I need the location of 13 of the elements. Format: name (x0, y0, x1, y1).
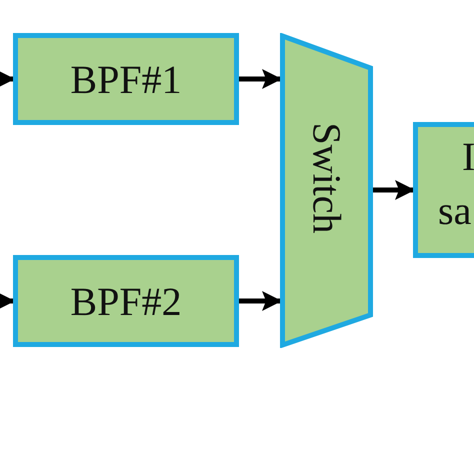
arrow (0, 69, 15, 89)
process-box (13, 33, 239, 125)
block-label: BPF#1 (70, 56, 182, 102)
block-label: Switch (303, 122, 350, 234)
arrow (373, 180, 415, 200)
process-box (413, 122, 474, 258)
switch-trapezoid (280, 33, 373, 348)
arrow (0, 291, 15, 311)
arrow (239, 291, 282, 311)
arrow (239, 69, 282, 89)
block-label: sa (438, 187, 472, 234)
block-label: BPF#2 (70, 278, 182, 324)
process-box (13, 255, 239, 347)
